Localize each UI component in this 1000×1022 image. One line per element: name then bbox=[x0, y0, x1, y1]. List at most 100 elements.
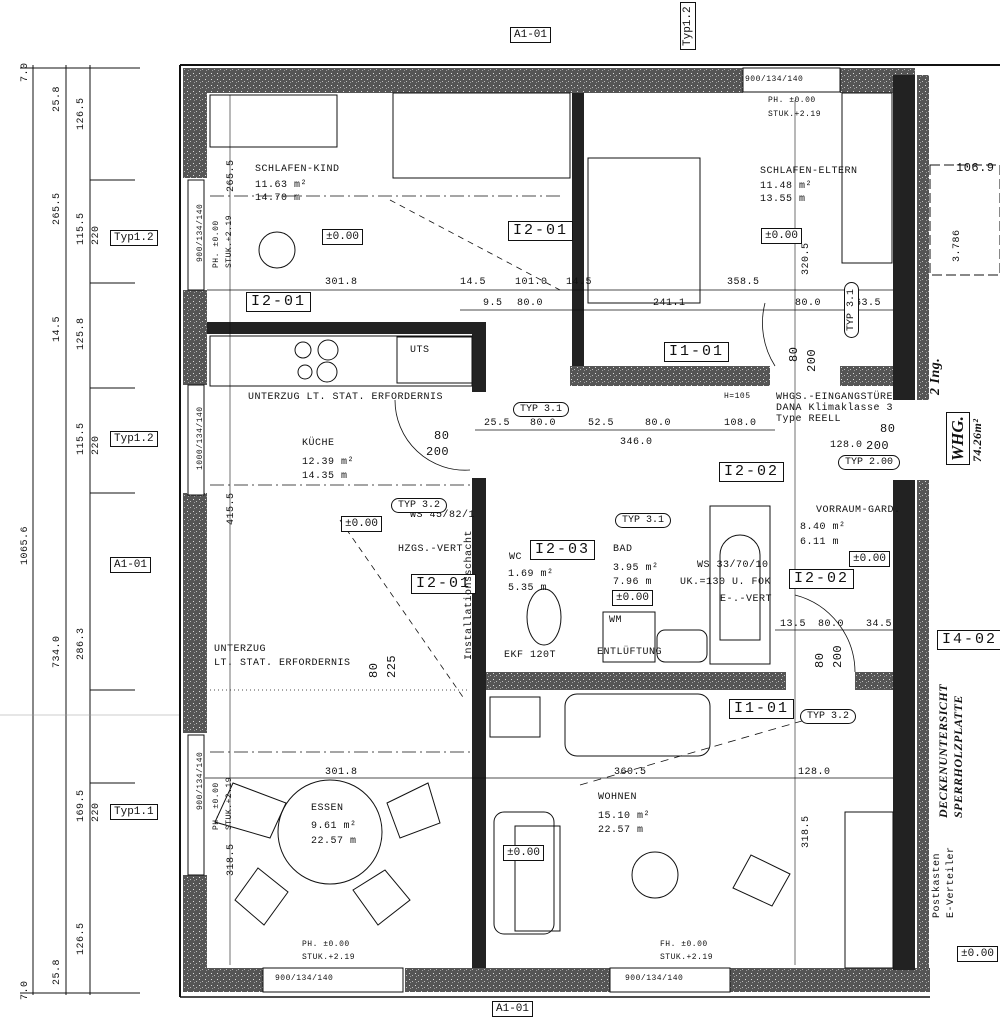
dim-label: 3.786 bbox=[952, 229, 963, 262]
dimension-lines bbox=[205, 95, 893, 965]
room-perimeter: 6.11 m bbox=[800, 537, 840, 548]
ceiling-note: SPERRHOLZPLATTE bbox=[951, 695, 965, 818]
dim-label: 106.9 bbox=[956, 161, 995, 175]
height-note: UK.=130 U. FOK bbox=[680, 577, 772, 588]
floor-height: PH. ±0.00 bbox=[212, 220, 221, 268]
floor-height: FH. ±0.00 bbox=[660, 940, 708, 949]
dim-label: 108.0 bbox=[724, 418, 757, 429]
dim-label: 318.5 bbox=[226, 843, 237, 876]
floor-level-label: ±0.00 bbox=[612, 590, 654, 606]
dim-label: 241.1 bbox=[653, 298, 686, 309]
washing-machine-label: WM bbox=[609, 615, 623, 626]
apartment-area: 74.26m² bbox=[970, 418, 984, 462]
dim-mid-a: 265.5 bbox=[52, 192, 63, 225]
room-code: I2-03 bbox=[530, 540, 596, 560]
dim-label: 415.5 bbox=[226, 492, 237, 525]
dim-in-a: 126.5 bbox=[76, 97, 87, 130]
window-size-label: 900/134/140 bbox=[625, 974, 684, 983]
dim-in-f: 169.5 bbox=[76, 789, 87, 822]
ceiling-height: STUK.+2.19 bbox=[660, 953, 714, 962]
unit-code: I4-02 bbox=[937, 630, 1000, 650]
floor-level-label: ±0.00 bbox=[761, 228, 803, 244]
door-width: 80 bbox=[880, 422, 896, 436]
dim-label: 358.5 bbox=[727, 277, 760, 288]
axis-label-bottom: A1-01 bbox=[492, 1001, 534, 1017]
room-code: I2-01 bbox=[508, 221, 574, 241]
window-size-label: 900/134/140 bbox=[196, 751, 205, 810]
dim-label: 63.5 bbox=[855, 298, 882, 309]
dim-label: 360.5 bbox=[614, 767, 647, 778]
ceiling-height: STUK.+2.19 bbox=[225, 776, 234, 830]
dim-label: 80.0 bbox=[645, 418, 672, 429]
door-width: 80 bbox=[787, 346, 801, 362]
shaft-label: Installationsschacht bbox=[464, 529, 475, 660]
dim-mid-top: 25.8 bbox=[52, 85, 63, 112]
dim-outer-bottom: 7.0 bbox=[20, 980, 31, 1000]
dim-label: 25.5 bbox=[484, 418, 511, 429]
dim-label: 80.0 bbox=[795, 298, 822, 309]
beam-note: UNTERZUG LT. STAT. ERFORDERNIS bbox=[248, 392, 444, 403]
room-area: 11.63 m² bbox=[255, 180, 308, 191]
door-height: 200 bbox=[426, 445, 450, 459]
dim-label: 14.5 bbox=[460, 277, 487, 288]
door-height: 200 bbox=[805, 348, 819, 372]
dim-mid-bottom: 25.8 bbox=[52, 958, 63, 985]
dim-label: 34.5 bbox=[866, 619, 893, 630]
room-perimeter: 13.55 m bbox=[760, 194, 806, 205]
distribution-note: E-.-VERT bbox=[720, 594, 773, 605]
door-type-label: TYP 3.2 bbox=[391, 498, 448, 513]
dim-in-c: 125.8 bbox=[76, 317, 87, 350]
beam-note: LT. STAT. ERFORDERNIS bbox=[214, 658, 351, 669]
radiator-note: WS 33/70/10 bbox=[697, 560, 769, 571]
floor-height: PH. ±0.00 bbox=[302, 940, 350, 949]
axis-label-top: A1-01 bbox=[510, 27, 552, 43]
dim-label: 80.0 bbox=[530, 418, 557, 429]
dim-label: 13.5 bbox=[780, 619, 807, 630]
floor-height: PH. ±0.00 bbox=[212, 782, 221, 830]
dim-mid-c: 734.0 bbox=[52, 635, 63, 668]
door-type-label: TYP 3.2 bbox=[800, 709, 857, 724]
room-area: 1.69 m² bbox=[508, 569, 554, 580]
door-width: 80 bbox=[813, 652, 827, 668]
window-size-label: 900/134/140 bbox=[745, 75, 804, 84]
dim-in-g: 126.5 bbox=[76, 922, 87, 955]
dim-in-e: 286.3 bbox=[76, 627, 87, 660]
room-code: I1-01 bbox=[664, 342, 730, 362]
ceiling-note: DECKENUNTERSICHT bbox=[936, 683, 950, 818]
furniture bbox=[209, 92, 1000, 969]
appliance-label: UTS bbox=[410, 345, 430, 356]
room-perimeter: 7.96 m bbox=[613, 577, 653, 588]
room-area: 11.48 m² bbox=[760, 181, 813, 192]
room-code: I2-02 bbox=[719, 462, 785, 482]
dim-label: 265.5 bbox=[226, 159, 237, 192]
dim-label: 225 bbox=[385, 654, 399, 678]
room-name: WC bbox=[509, 552, 523, 563]
ceiling-height: STUK.+2.19 bbox=[225, 214, 234, 268]
apartment-label: WHG. bbox=[946, 412, 970, 465]
ceiling-height: STUK.+2.19 bbox=[768, 110, 822, 119]
room-perimeter: 14.70 m bbox=[255, 193, 301, 204]
distributor-label: E-Verteiler bbox=[946, 846, 957, 918]
window-type-label: Typ1.2 bbox=[110, 230, 158, 246]
door-height: 200 bbox=[831, 644, 845, 668]
door-type-label: TYP 3.1 bbox=[844, 281, 859, 338]
heating-note: HZGS.-VERT bbox=[398, 544, 464, 555]
floor-level-label: ±0.00 bbox=[322, 229, 364, 245]
room-name: WOHNEN bbox=[598, 792, 638, 803]
radiator-note: WS 45/82/1 bbox=[410, 510, 476, 521]
room-code: I2-01 bbox=[246, 292, 312, 312]
room-perimeter: 22.57 m bbox=[598, 825, 644, 836]
entrance-door-note: WHGS.-EINGANGSTÜRE bbox=[776, 392, 894, 403]
dim-label: 301.8 bbox=[325, 277, 358, 288]
window-type-label: Typ1.2 bbox=[110, 431, 158, 447]
dim-label: 301.8 bbox=[325, 767, 358, 778]
room-area: 8.40 m² bbox=[800, 522, 846, 533]
windows bbox=[187, 67, 841, 993]
floor-level-label: ±0.00 bbox=[849, 551, 891, 567]
ceiling-height: STUK.+2.19 bbox=[302, 953, 356, 962]
dim-label: 80.0 bbox=[818, 619, 845, 630]
dim-label: 80.0 bbox=[517, 298, 544, 309]
floor-level-label: ±0.00 bbox=[957, 946, 999, 962]
room-area: 15.10 m² bbox=[598, 811, 651, 822]
door-type-label: TYP 2.00 bbox=[838, 455, 901, 470]
